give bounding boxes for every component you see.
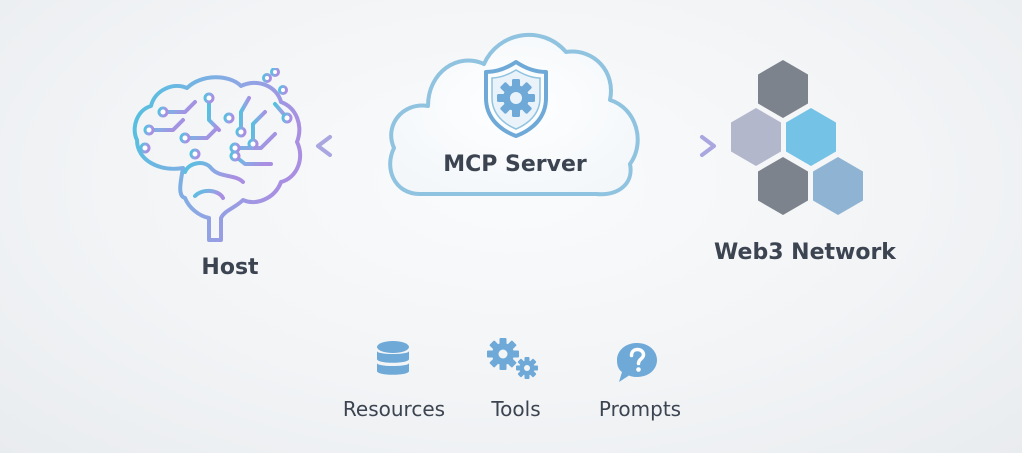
prompts-label: Prompts	[598, 397, 682, 421]
hexagon-cluster-icon	[731, 60, 863, 215]
host-label: Host	[201, 255, 259, 280]
brain-circuit-icon	[132, 68, 303, 242]
host-node	[125, 68, 310, 243]
resources-item	[375, 340, 411, 382]
gears-icon	[487, 338, 538, 379]
shield-gear-icon	[484, 60, 548, 138]
database-icon	[377, 341, 409, 375]
server-shield	[480, 58, 552, 140]
resources-label: Resources	[342, 397, 446, 421]
network-label: Web3 Network	[714, 240, 896, 265]
prompts-item	[613, 340, 661, 386]
tools-item	[485, 336, 545, 382]
tools-label: Tools	[491, 397, 541, 421]
question-bubble-icon	[617, 343, 657, 382]
server-label: MCP Server	[443, 152, 587, 177]
network-node	[726, 60, 876, 220]
